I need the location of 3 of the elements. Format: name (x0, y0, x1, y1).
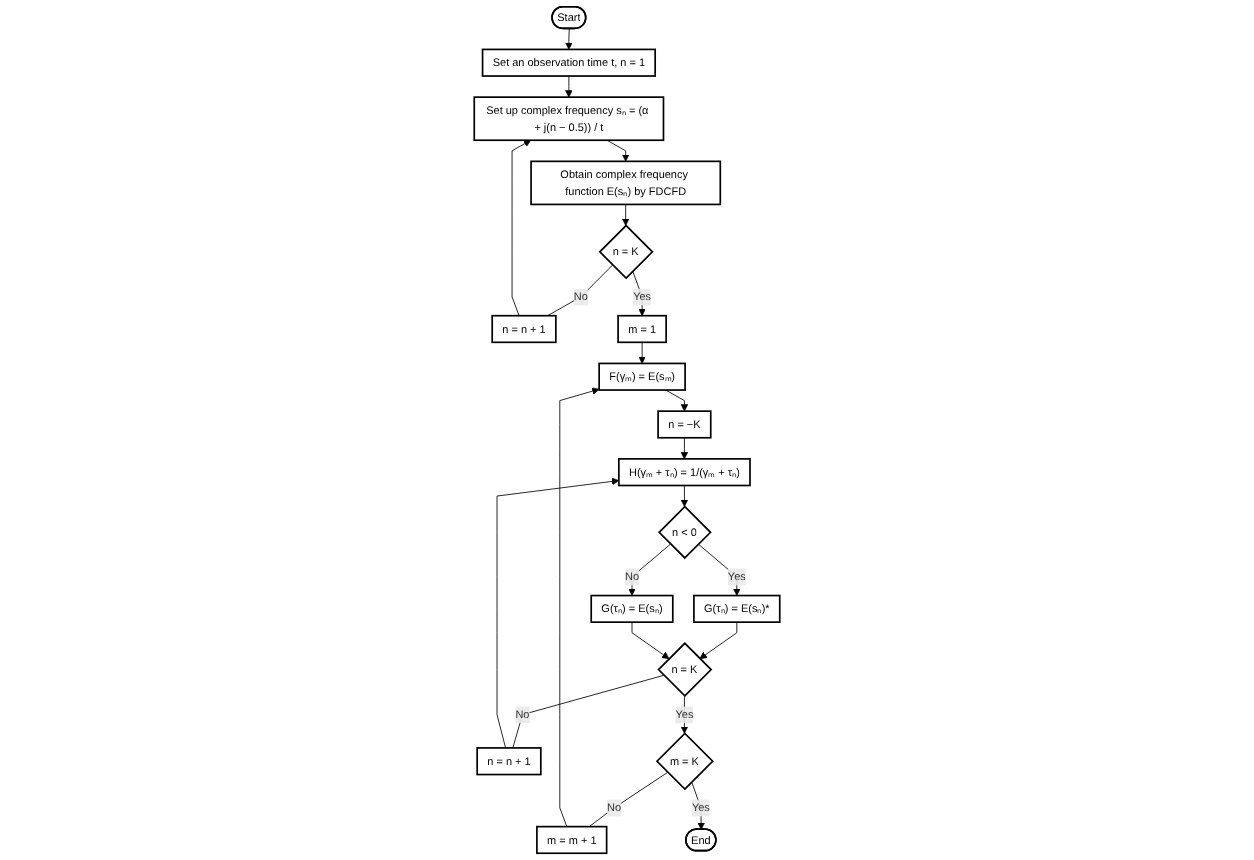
connector (588, 771, 669, 828)
connector (547, 264, 613, 317)
connector (512, 674, 665, 749)
